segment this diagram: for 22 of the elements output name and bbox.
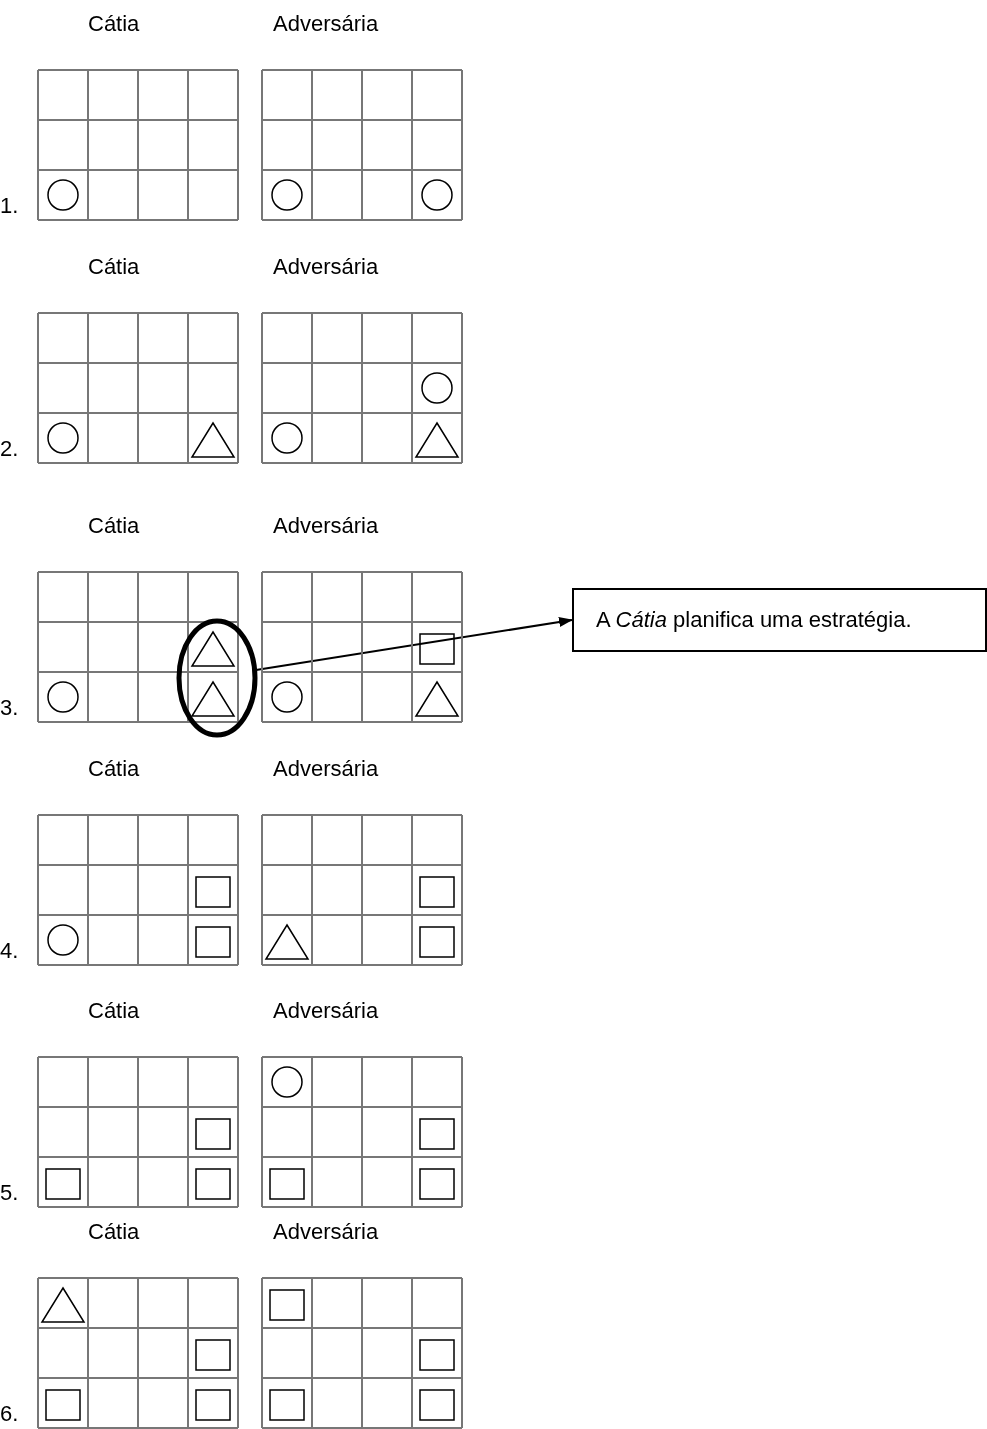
round-number: 2. xyxy=(0,438,19,460)
player-label: Adversária xyxy=(273,515,379,537)
player-label: Adversária xyxy=(273,13,379,35)
player-label: Cátia xyxy=(88,1221,140,1243)
highlight-ellipse xyxy=(176,618,258,738)
player-label: Adversária xyxy=(273,1221,379,1243)
note-box xyxy=(572,588,987,652)
round-number: 4. xyxy=(0,940,19,962)
player-label: Adversária xyxy=(273,1000,379,1022)
player-label: Cátia xyxy=(88,13,140,35)
round-number: 6. xyxy=(0,1403,19,1425)
round-number: 3. xyxy=(0,697,19,719)
player-label: Cátia xyxy=(88,256,140,278)
round-number: 5. xyxy=(0,1182,19,1204)
player-label: Cátia xyxy=(88,1000,140,1022)
note-text: A Cátia planifica uma estratégia. xyxy=(596,607,913,633)
arrow xyxy=(255,617,573,671)
player-label: Cátia xyxy=(88,515,140,537)
player-label: Adversária xyxy=(273,758,379,780)
player-label: Adversária xyxy=(273,256,379,278)
player-label: Cátia xyxy=(88,758,140,780)
round-number: 1. xyxy=(0,195,19,217)
